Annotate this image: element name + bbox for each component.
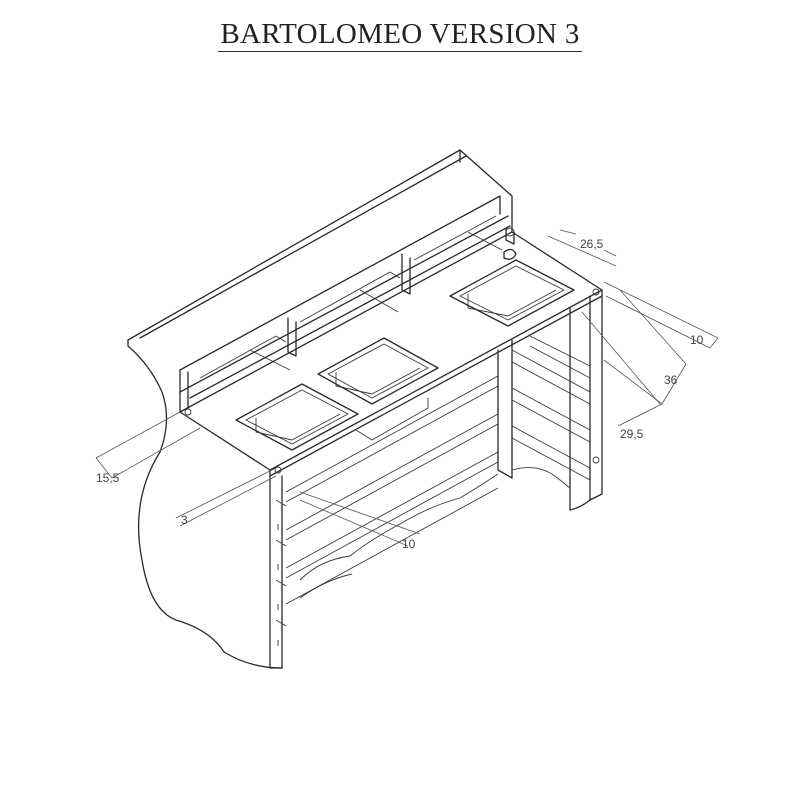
sink-middle [317, 337, 439, 441]
dimension-lines [95, 229, 719, 547]
front-panel [137, 451, 287, 669]
dim-label-26-5: 26,5 [580, 237, 604, 251]
drawing-title-text: BARTOLOMEO VERSION 3 [218, 18, 582, 52]
dim-label-10-bottom: 10 [402, 537, 416, 551]
lower-shelves [285, 375, 499, 605]
right-side-shelves [497, 295, 603, 511]
sink-right [449, 259, 575, 327]
dim-label-36: 36 [664, 373, 678, 387]
dim-label-15-5: 15,5 [96, 471, 120, 485]
dim-label-29-5: 29,5 [620, 427, 644, 441]
dim-label-3: 3 [181, 513, 188, 527]
worktop [179, 227, 603, 477]
dim-label-10-right: 10 [690, 333, 704, 347]
sink-left [235, 383, 359, 451]
back-shelf-unit [127, 149, 513, 453]
drawing-title: BARTOLOMEO VERSION 3 [0, 18, 800, 52]
